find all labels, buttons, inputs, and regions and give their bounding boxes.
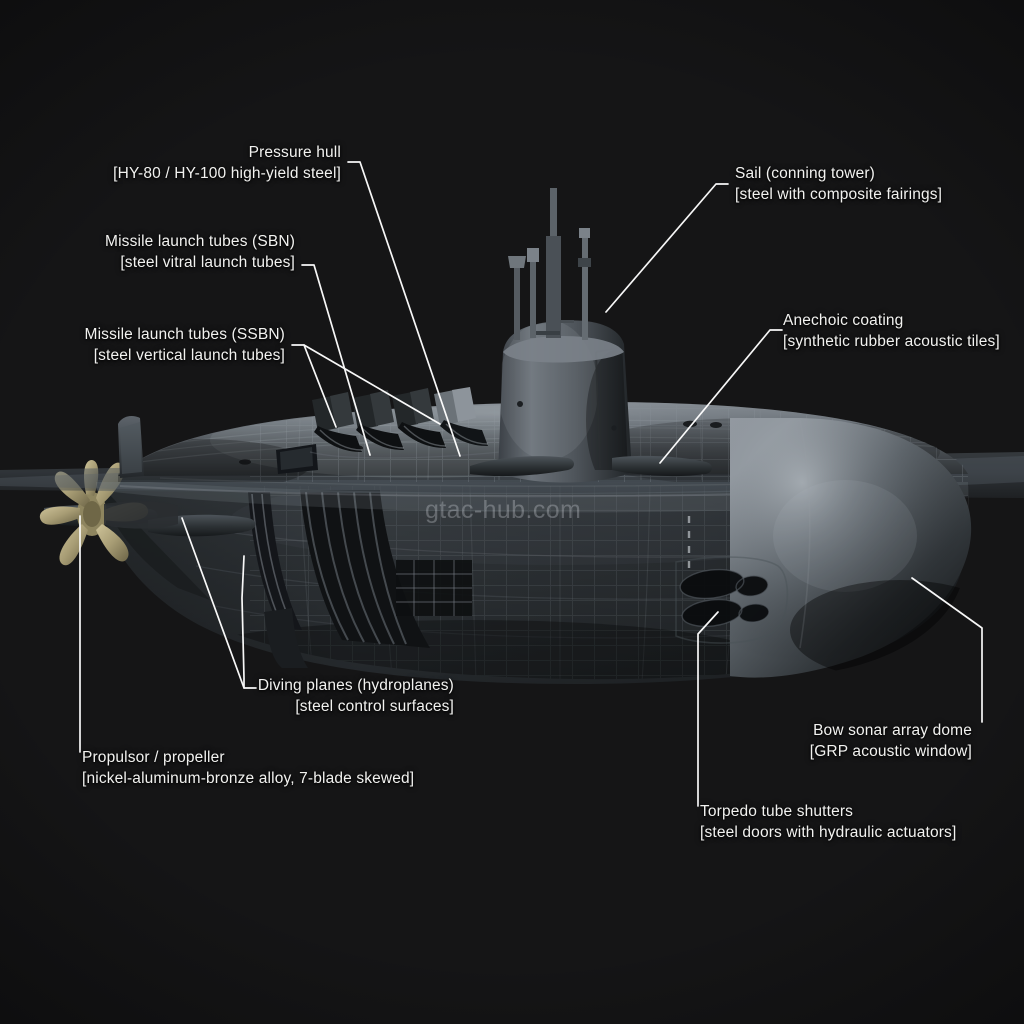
annotation-material-bow-sonar-array-dome: [GRP acoustic window] [809, 742, 972, 760]
annotation-label-sail-conning-tower: Sail (conning tower) [steel with composi… [735, 164, 942, 205]
annotation-title-torpedo-tube-shutters: Torpedo tube shutters [700, 803, 854, 820]
annotation-label-anechoic-coating: Anechoic coating [synthetic rubber acous… [783, 311, 1000, 352]
annotation-material-missile-launch-tubes-sbn: [steel vitral launch tubes] [120, 253, 295, 271]
annotation-label-missile-launch-tubes-sbn: Missile launch tubes (SBN) [steel vitral… [105, 232, 295, 273]
annotation-material-propulsor-propeller: [nickel-aluminum-bronze alloy, 7-blade s… [82, 769, 415, 787]
annotation-title-missile-launch-tubes-ssbn: Missile launch tubes (SSBN) [84, 326, 285, 343]
annotation-title-propulsor-propeller: Propulsor / propeller [82, 749, 225, 766]
annotation-label-pressure-hull: Pressure hull [HY-80 / HY-100 high-yield… [113, 143, 341, 184]
leader-sail [605, 183, 729, 313]
upper-rudder-fin [118, 416, 144, 478]
annotation-title-bow-sonar-array-dome: Bow sonar array dome [813, 722, 972, 739]
annotation-label-diving-planes: Diving planes (hydroplanes) [steel contr… [258, 676, 454, 717]
annotation-title-anechoic-coating: Anechoic coating [783, 312, 904, 329]
annotation-material-anechoic-coating: [synthetic rubber acoustic tiles] [783, 332, 1000, 350]
annotation-material-sail-conning-tower: [steel with composite fairings] [735, 185, 943, 203]
annotation-material-torpedo-tube-shutters: [steel doors with hydraulic actuators] [700, 823, 957, 841]
annotation-label-torpedo-tube-shutters: Torpedo tube shutters [steel doors with … [700, 802, 956, 843]
annotation-title-sail-conning-tower: Sail (conning tower) [735, 165, 875, 182]
annotation-material-missile-launch-tubes-ssbn: [steel vertical launch tubes] [93, 346, 285, 364]
annotation-material-pressure-hull: [HY-80 / HY-100 high-yield steel] [113, 164, 341, 182]
annotation-label-bow-sonar-array-dome: Bow sonar array dome [GRP acoustic windo… [810, 721, 972, 762]
annotation-material-diving-planes: [steel control surfaces] [295, 697, 454, 715]
masts-periscopes [508, 188, 591, 340]
annotation-label-missile-launch-tubes-ssbn: Missile launch tubes (SSBN) [steel verti… [85, 325, 285, 366]
annotation-title-diving-planes: Diving planes (hydroplanes) [257, 677, 454, 694]
annotation-label-propulsor-propeller: Propulsor / propeller [nickel-aluminum-b… [82, 748, 414, 789]
annotation-title-missile-launch-tubes-sbn: Missile launch tubes (SBN) [105, 233, 295, 250]
annotation-title-pressure-hull: Pressure hull [248, 144, 341, 161]
